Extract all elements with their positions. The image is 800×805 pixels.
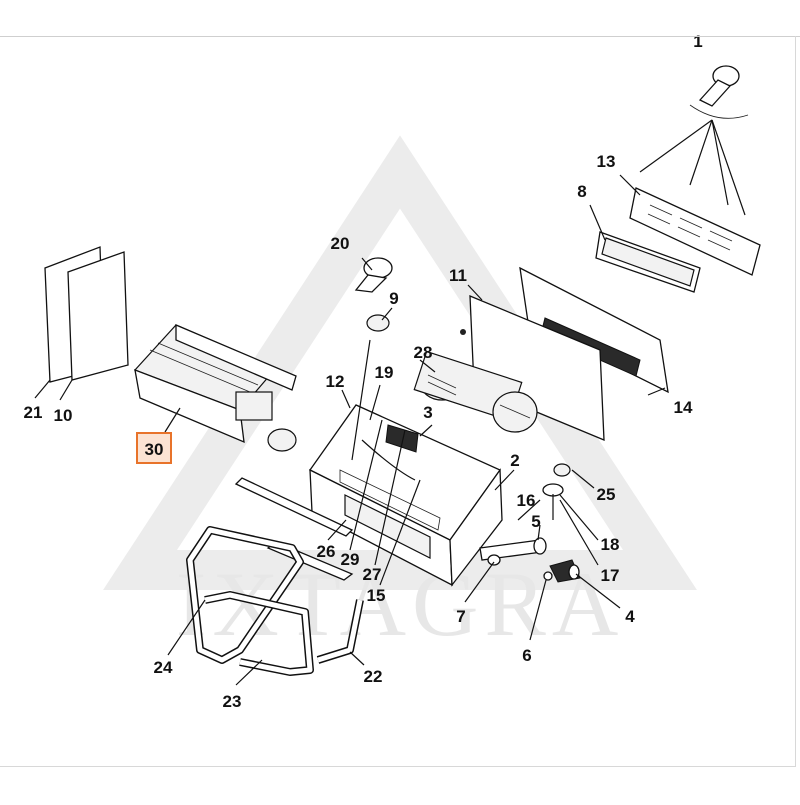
callout-16[interactable]: 16 [517, 491, 536, 510]
side-plate-10 [67, 251, 129, 381]
callout-21[interactable]: 21 [24, 403, 43, 422]
callout-22[interactable]: 22 [364, 667, 383, 686]
callout-30-highlight-box [136, 432, 172, 464]
plug-part-20 [354, 257, 393, 293]
callout-1[interactable]: 1 [693, 32, 702, 51]
callout-4[interactable]: 4 [625, 607, 635, 626]
top-border [0, 36, 800, 37]
callout-13[interactable]: 13 [597, 152, 616, 171]
fitting-part-7 [487, 554, 501, 566]
callout-27[interactable]: 27 [363, 565, 382, 584]
wiring-harness [351, 339, 416, 481]
callout-18[interactable]: 18 [601, 535, 620, 554]
relay-part-3 [385, 424, 419, 453]
grommet-part-9 [366, 314, 390, 332]
callout-12[interactable]: 12 [326, 372, 345, 391]
louvre-panel-13 [629, 187, 761, 276]
tube-part-22 [316, 599, 364, 664]
callout-15[interactable]: 15 [367, 586, 386, 605]
right-border [795, 36, 796, 766]
heater-core-30 [133, 324, 297, 452]
valve-top-part-18 [542, 483, 564, 520]
callout-29[interactable]: 29 [341, 550, 360, 569]
callout-9[interactable]: 9 [389, 289, 398, 308]
callout-26[interactable]: 26 [317, 542, 336, 561]
callout-23[interactable]: 23 [223, 692, 242, 711]
callout-28[interactable]: 28 [414, 343, 433, 362]
callout-10[interactable]: 10 [54, 406, 73, 425]
callout-labels: 30 1 2 3 4 5 6 7 8 9 10 11 12 13 14 15 1… [24, 32, 703, 711]
callout-8[interactable]: 8 [577, 182, 586, 201]
callout-14[interactable]: 14 [674, 398, 693, 417]
callout-2[interactable]: 2 [510, 451, 519, 470]
callout-3[interactable]: 3 [423, 403, 432, 422]
callout-7[interactable]: 7 [456, 607, 465, 626]
callout-17[interactable]: 17 [601, 566, 620, 585]
callout-5[interactable]: 5 [531, 512, 540, 531]
filter-frame-8 [595, 231, 701, 293]
valve-part-4 [549, 559, 581, 583]
callout-11[interactable]: 11 [449, 266, 467, 285]
main-housing-12 [309, 404, 503, 587]
callout-24[interactable]: 24 [154, 658, 173, 677]
blower-assembly-28 [413, 350, 538, 433]
callout-19[interactable]: 19 [375, 363, 394, 382]
callout-25[interactable]: 25 [597, 485, 616, 504]
callout-20[interactable]: 20 [331, 234, 350, 253]
side-panel-11 [460, 295, 605, 441]
knob-part-25 [553, 463, 571, 477]
clip-part-6 [543, 571, 553, 581]
screw-part-1 [639, 65, 749, 216]
bottom-border [0, 766, 796, 767]
leader-lines [34, 174, 666, 686]
tube-part-26 [234, 477, 354, 537]
callout-30[interactable]: 30 [145, 440, 164, 459]
callout-6[interactable]: 6 [522, 646, 531, 665]
tube-frame-23 [186, 526, 314, 676]
